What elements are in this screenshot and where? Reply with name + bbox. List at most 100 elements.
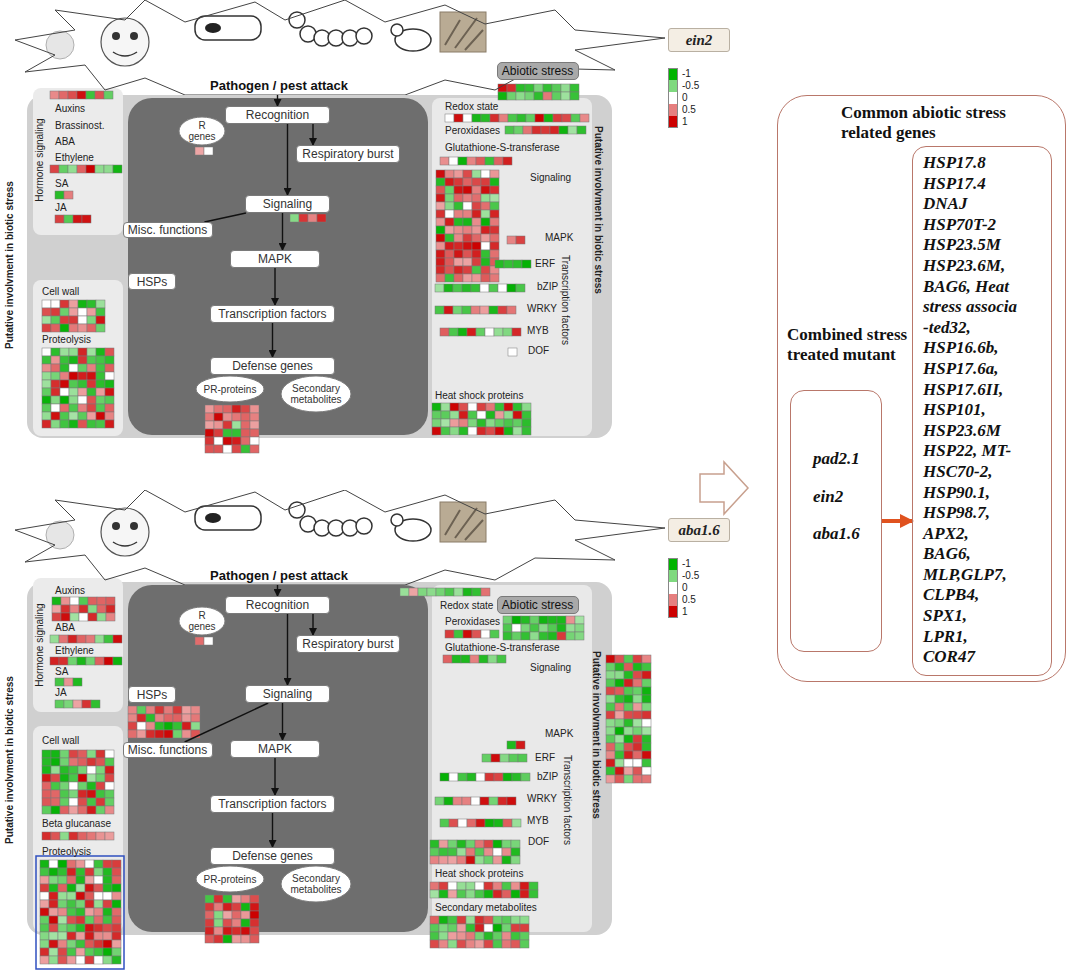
heat-cell [642,735,651,743]
heat-cell [512,819,521,827]
heat-cell [69,420,78,428]
heat-cell [105,364,114,372]
heat-cell [87,790,96,798]
heat-cell [69,348,78,356]
node-label: PR-proteins [204,874,257,885]
heat-cell [67,916,76,924]
heat-cell [241,895,250,903]
heat-cell [87,348,96,356]
heat-cell [87,798,96,806]
heat-cell [633,679,642,687]
heat-cell [105,388,114,396]
heat-cell [445,234,454,242]
heat-cell [463,194,472,202]
heat-cell [481,170,490,178]
heat-cell [95,657,104,665]
heat-cell [511,848,520,856]
heat-cell [633,687,642,695]
cellwall-panel [33,726,123,932]
heat-cell [449,773,458,781]
heat-cell [76,924,85,932]
heat-cell [502,940,511,948]
heat-cell [40,948,49,956]
heat-cell [580,114,589,122]
heat-cell [502,848,511,856]
heat-cell [68,165,77,173]
heat-cell [42,412,51,420]
heat-cell [642,727,651,735]
colorbar-swatch [668,606,678,618]
heat-cell [78,806,87,814]
heat-cell [173,706,182,714]
heat-cell [223,445,232,453]
heat-cell [512,773,521,781]
heat-cell [85,908,94,916]
category-label: Cell wall [42,286,79,298]
heat-cell [454,202,463,210]
heat-cell [214,911,223,919]
heat-cell [42,750,51,758]
heat-cell [502,882,511,890]
node-label: ein2 [686,32,713,49]
heat-cell [103,860,112,868]
heat-cell [112,916,121,924]
heat-cell [502,856,511,864]
heat-cell [51,324,60,332]
heat-cell [445,250,454,258]
heat-cell [204,637,213,645]
heat-cell [103,924,112,932]
heat-cell [606,695,615,703]
heat-cell [440,157,449,165]
heat-cell [436,194,445,202]
heat-cell [78,798,87,806]
heat-cell [105,356,114,364]
heat-cell [78,372,87,380]
heat-cell [493,932,502,940]
heat-cell [459,403,468,411]
heat-cell [484,916,493,924]
heat-cell [624,735,633,743]
heat-cell [466,916,475,924]
heat-cell [490,210,499,218]
heat-cell [51,798,60,806]
ellipse-shape [196,866,264,892]
heat-cell [457,940,466,948]
heat-cell [439,882,448,890]
heat-cell [104,91,113,99]
heat-cell [69,388,78,396]
heat-cell [522,411,531,419]
heat-cell [552,84,561,92]
heat-cell [481,250,490,258]
heat-cell [42,388,51,396]
heat-cell [232,903,241,911]
heat-cell [439,856,448,864]
heat-cell [633,711,642,719]
heat-cell [52,597,61,605]
heat-cell [444,797,453,805]
heat-cell [472,588,481,596]
heat-cell [60,316,69,324]
heat-cell [477,411,486,419]
heat-cell [454,250,463,258]
heat-cell [87,324,96,332]
heat-cell [512,328,521,336]
heat-cell [96,420,105,428]
heat-cell [472,114,481,122]
colorbar-swatch [668,570,678,582]
category-label: Beta glucanase [42,818,111,830]
category-label: WRKY [527,793,557,805]
category-label: bZIP [537,771,558,783]
heat-cell [223,919,232,927]
gene-name: LPR1, [923,627,1051,648]
heat-cell [633,759,642,767]
heat-cell [105,396,114,404]
heat-cell [502,916,511,924]
heat-cell [94,924,103,932]
ellipse-shape [179,607,225,635]
side-label: Hormone signaling [34,603,46,686]
category-label: Heat shock proteins [435,390,523,402]
node-label: Respiratory burst [302,637,393,651]
heat-cell [69,832,78,840]
heat-cell [51,356,60,364]
